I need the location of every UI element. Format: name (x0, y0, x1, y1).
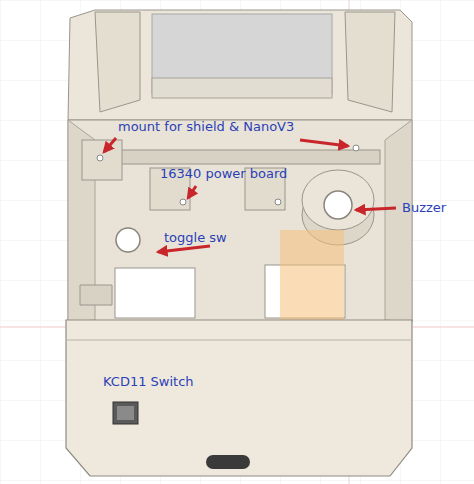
callout-label: KCD11 Switch (103, 374, 194, 390)
leader-arrows (104, 138, 396, 252)
callout-label: toggle sw (164, 230, 227, 246)
callout-label: mount for shield & NanoV3 (118, 119, 294, 135)
callout-label: 16340 power board (160, 166, 287, 182)
callout-label: Buzzer (402, 200, 446, 216)
